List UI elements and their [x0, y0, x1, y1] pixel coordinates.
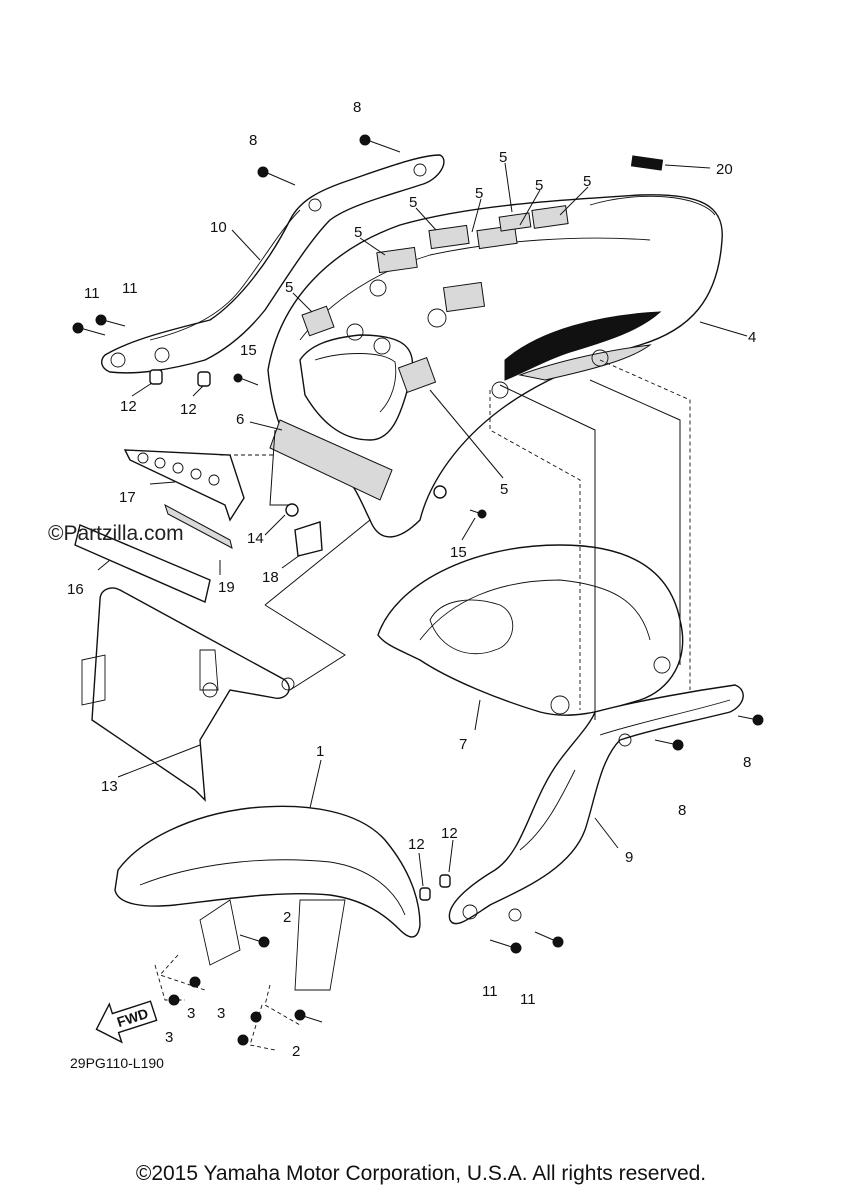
right-grab-rail	[448, 684, 744, 925]
callout-11a: 11	[84, 285, 100, 302]
callout-11c: 11	[482, 983, 498, 1000]
callout-13: 13	[101, 778, 118, 795]
callout-14: 14	[247, 530, 264, 547]
callout-3a: 3	[187, 1005, 195, 1022]
callout-19: 19	[218, 579, 235, 596]
callout-5d: 5	[583, 173, 591, 190]
callout-20: 20	[716, 161, 733, 178]
callout-5b: 5	[475, 185, 483, 202]
callout-12a: 12	[120, 398, 137, 415]
watermark: ©Partzilla.com	[48, 522, 184, 545]
callout-5f: 5	[354, 224, 362, 241]
callout-12c: 12	[441, 825, 458, 842]
callout-5g: 5	[285, 279, 293, 296]
callout-5e: 5	[409, 194, 417, 211]
fwd-arrow-icon: FWD	[95, 1000, 158, 1044]
copyright-notice: ©2015 Yamaha Motor Corporation, U.S.A. A…	[135, 1162, 707, 1185]
callout-15a: 15	[240, 342, 257, 359]
callout-11b: 11	[122, 280, 138, 297]
callout-18: 18	[262, 569, 279, 586]
callout-5a: 5	[499, 149, 507, 166]
license-bracket-assembly	[74, 419, 393, 802]
callout-3b: 3	[165, 1029, 173, 1046]
callout-8c: 8	[743, 754, 751, 771]
callout-2a: 2	[283, 909, 291, 926]
diagram-code: 29PG110-L190	[70, 1055, 164, 1071]
connector-lines	[154, 359, 691, 1051]
left-grab-rail	[101, 154, 445, 374]
callout-10: 10	[210, 219, 227, 236]
callout-8d: 8	[678, 802, 686, 819]
callout-4: 4	[748, 329, 756, 346]
rear-fender-assembly	[267, 155, 723, 538]
leader-lines	[97, 162, 748, 887]
callout-3c: 3	[217, 1005, 225, 1022]
callout-5h: 5	[500, 481, 508, 498]
callout-7: 7	[459, 736, 467, 753]
callout-1: 1	[316, 743, 324, 760]
callout-5c: 5	[535, 177, 543, 194]
callout-12d: 12	[408, 836, 425, 853]
callout-8a: 8	[353, 99, 361, 116]
callout-16: 16	[67, 581, 84, 598]
callout-15b: 15	[450, 544, 467, 561]
callout-17: 17	[119, 489, 136, 506]
callout-12b: 12	[180, 401, 197, 418]
front-fender	[114, 805, 421, 991]
inner-fender	[377, 544, 684, 716]
callout-9: 9	[625, 849, 633, 866]
callout-6: 6	[236, 411, 244, 428]
callout-2b: 2	[292, 1043, 300, 1060]
callout-8b: 8	[249, 132, 257, 149]
callout-11d: 11	[520, 991, 536, 1008]
callout-labels: 1 2 2 3 3 3 4 5 5 5 5 5 5 5 5 6 7 8 8 8 …	[67, 99, 756, 1060]
